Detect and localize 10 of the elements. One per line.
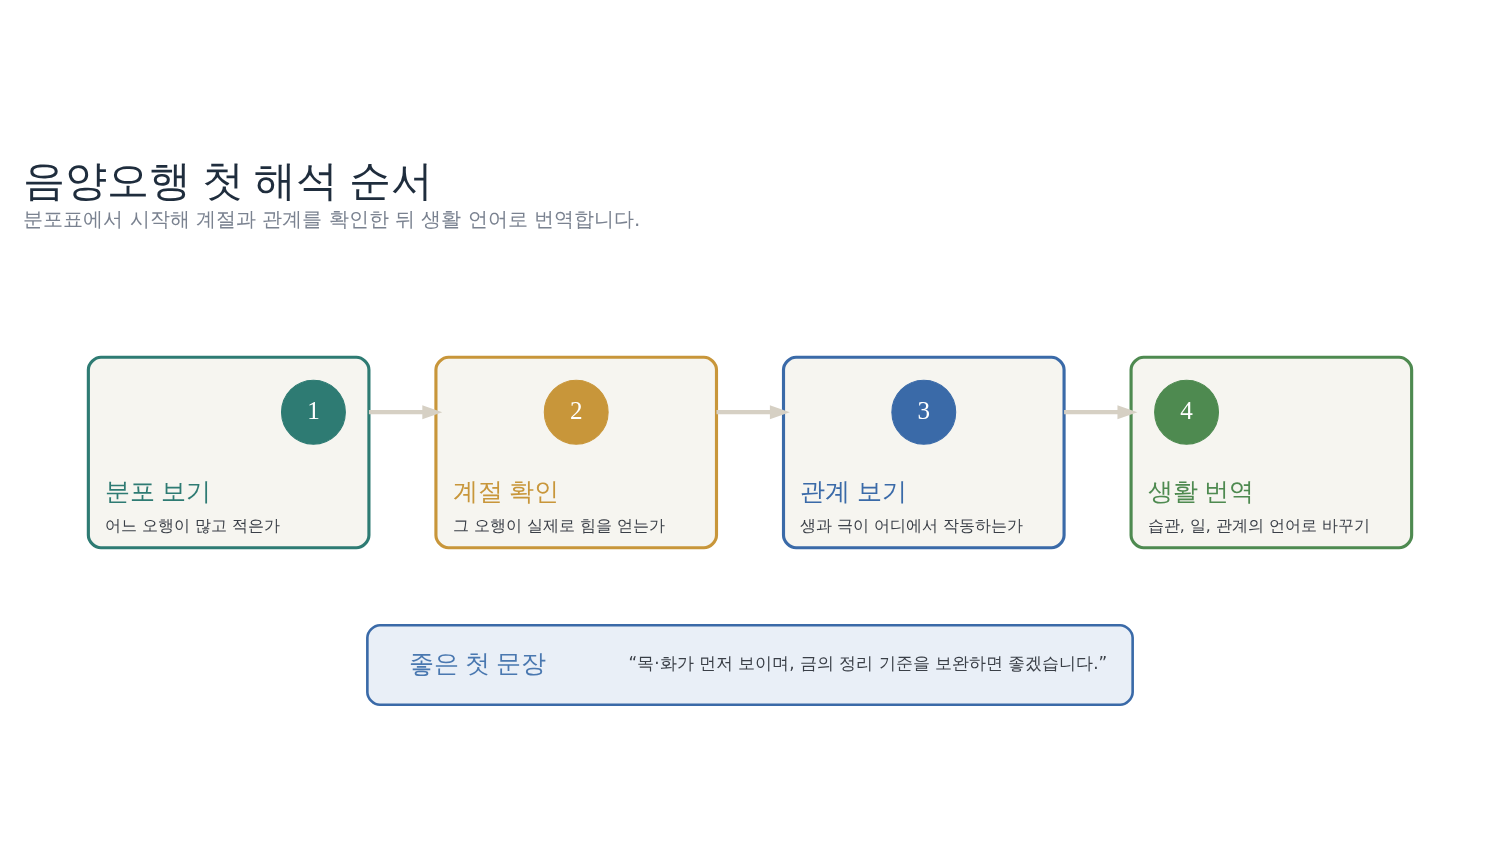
node-circle: 2 [543, 379, 609, 445]
arrow [1064, 405, 1138, 420]
arrow [368, 405, 443, 420]
node-box: 좋은 첫 문장 “목·화가 먼저 보이며, 금의 정리 기준을 보완하면 좋겠습니다.” [366, 623, 1134, 707]
arrow [716, 405, 790, 420]
node-circle: 1 [281, 379, 346, 445]
node-circle: 4 [1154, 379, 1219, 445]
caption: 분포표에서 시작해 계절과 관계를 확인한 뒤 생활 언어로 번역합니다. [23, 208, 641, 232]
node-circle: 3 [891, 379, 957, 445]
diagram-title: 음양오행 첫 해석 순서 [23, 158, 433, 205]
